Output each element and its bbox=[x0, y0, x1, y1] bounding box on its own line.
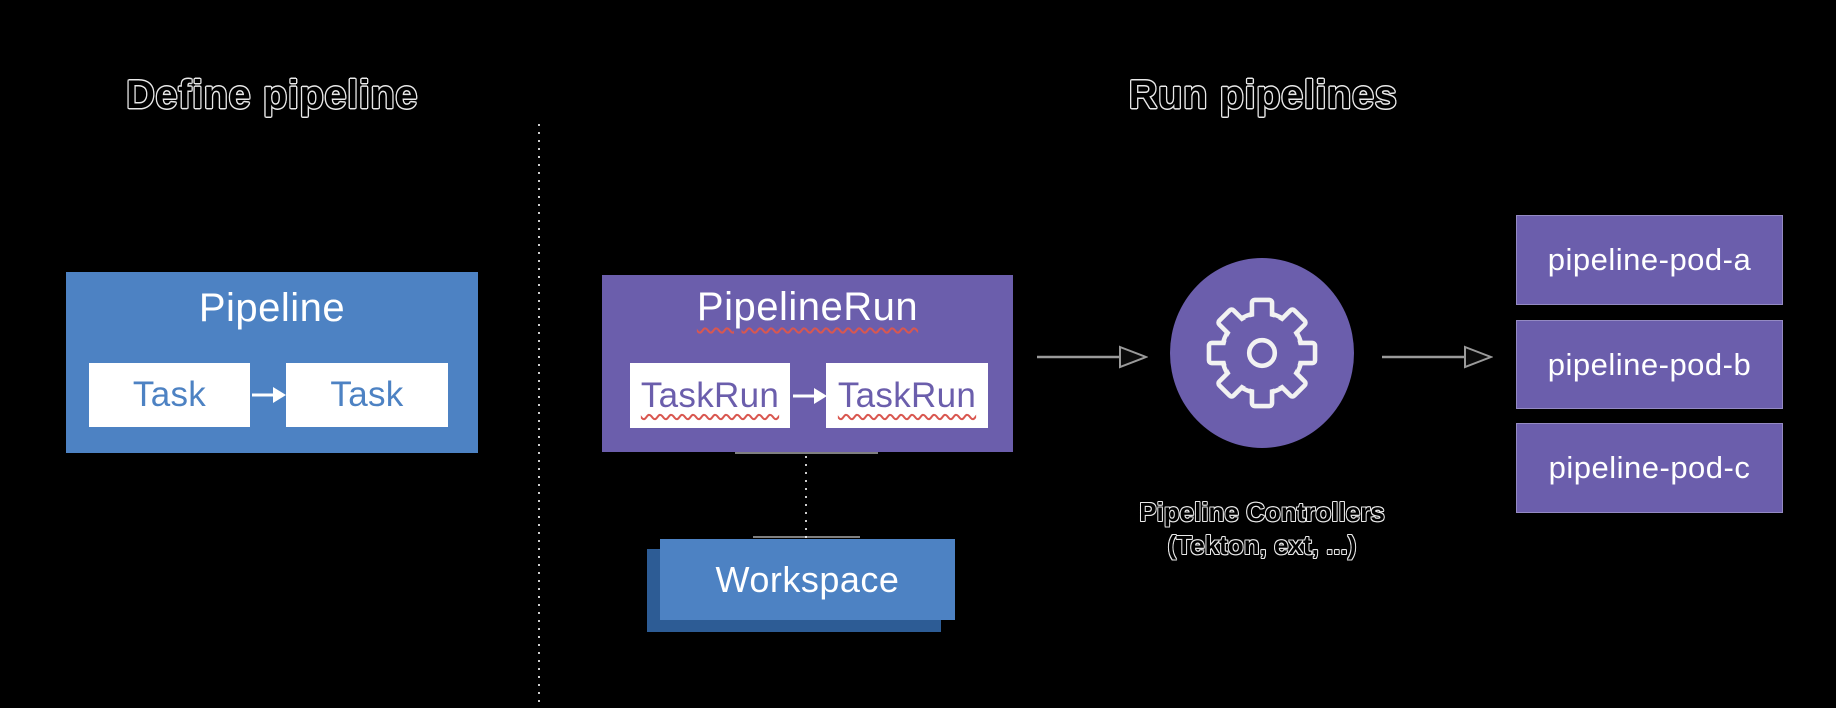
workspace-box: Workspace bbox=[660, 539, 955, 620]
controller-caption: Pipeline Controllers (Tekton, ext, ...) bbox=[1112, 496, 1412, 562]
pipeline-box: Pipeline Task Task bbox=[66, 272, 478, 453]
run-pipelines-title: Run pipelines bbox=[1128, 73, 1398, 117]
pipelinerun-box: PipelineRun TaskRun TaskRun bbox=[602, 275, 1013, 452]
gear-icon bbox=[1206, 297, 1318, 409]
pipeline-pod-a-box: pipeline-pod-a bbox=[1516, 215, 1783, 305]
task-box-2: Task bbox=[286, 363, 448, 427]
pipelinerun-box-label: PipelineRun bbox=[696, 285, 919, 329]
taskrun-2-label: TaskRun bbox=[837, 375, 977, 415]
pipeline-pod-b-label: pipeline-pod-b bbox=[1547, 346, 1752, 382]
task-box-1: Task bbox=[89, 363, 250, 427]
pipeline-pod-c-box: pipeline-pod-c bbox=[1516, 423, 1783, 513]
workspace-label: Workspace bbox=[715, 558, 900, 600]
arrow-to-pods-icon bbox=[1382, 345, 1493, 369]
taskrun-1-label: TaskRun bbox=[640, 375, 780, 415]
taskrun-box-2: TaskRun bbox=[826, 363, 988, 428]
controller-caption-line2: (Tekton, ext, ...) bbox=[1167, 530, 1357, 560]
connector-edge-bottom bbox=[753, 536, 860, 538]
task-2-label: Task bbox=[330, 375, 404, 414]
pipeline-pod-a-label: pipeline-pod-a bbox=[1547, 242, 1752, 277]
pipeline-pod-b-box: pipeline-pod-b bbox=[1516, 320, 1783, 409]
controller-caption-line1: Pipeline Controllers bbox=[1139, 497, 1385, 527]
pipeline-box-label: Pipeline bbox=[198, 286, 346, 330]
task-arrow-icon bbox=[252, 387, 286, 403]
task-1-label: Task bbox=[132, 375, 207, 414]
taskrun-box-1: TaskRun bbox=[630, 363, 790, 428]
arrow-to-controller-icon bbox=[1037, 345, 1148, 369]
pipeline-controller-circle bbox=[1170, 258, 1354, 448]
connector-edge-top bbox=[735, 452, 878, 454]
workspace-connector-dotted-line bbox=[805, 456, 807, 538]
define-pipeline-title: Define pipeline bbox=[126, 73, 418, 117]
pipeline-pod-c-label: pipeline-pod-c bbox=[1548, 450, 1751, 485]
taskrun-arrow-icon bbox=[793, 388, 827, 404]
section-divider-dotted-line bbox=[538, 124, 540, 708]
